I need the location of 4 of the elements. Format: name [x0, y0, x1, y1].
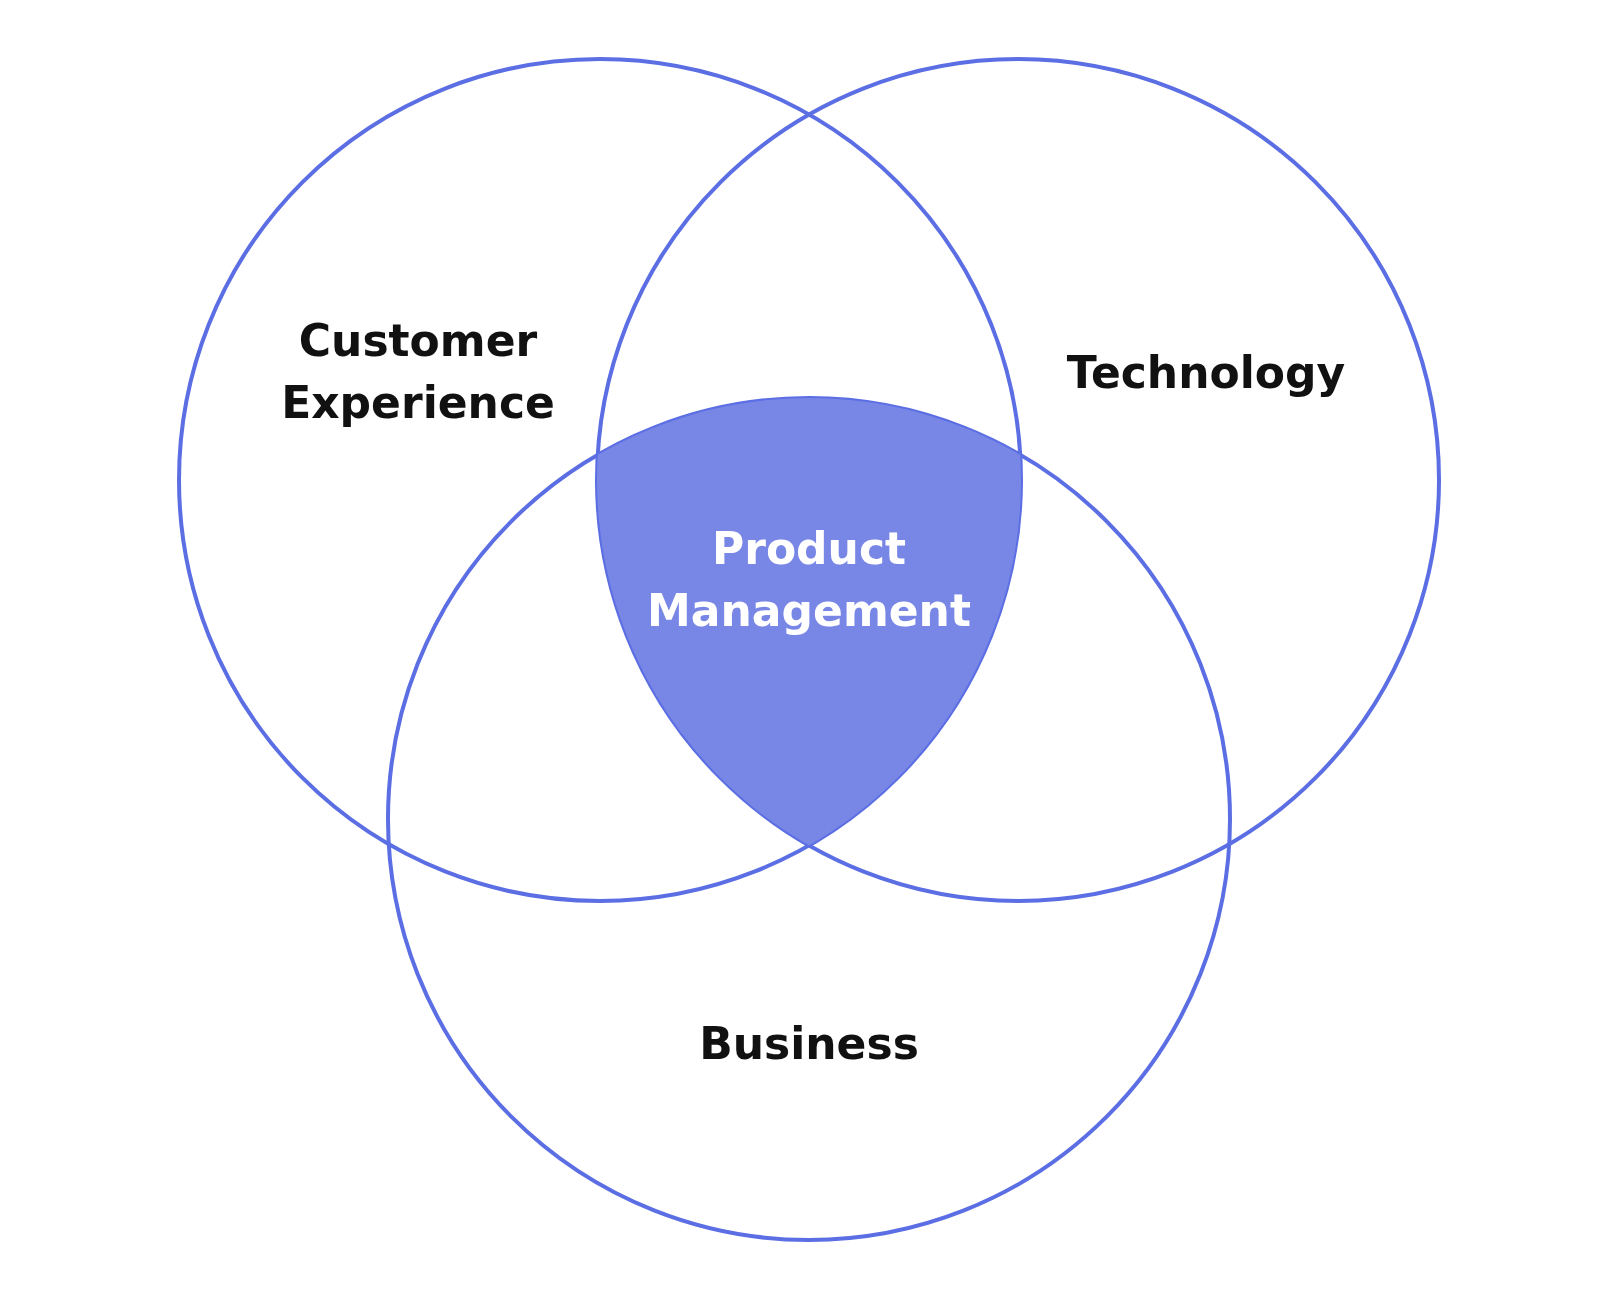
region-label: Product Management [646, 522, 972, 638]
region-label: Business [698, 1017, 920, 1071]
region-label: Customer Experience [280, 314, 556, 430]
region-label: Technology [1065, 346, 1347, 400]
